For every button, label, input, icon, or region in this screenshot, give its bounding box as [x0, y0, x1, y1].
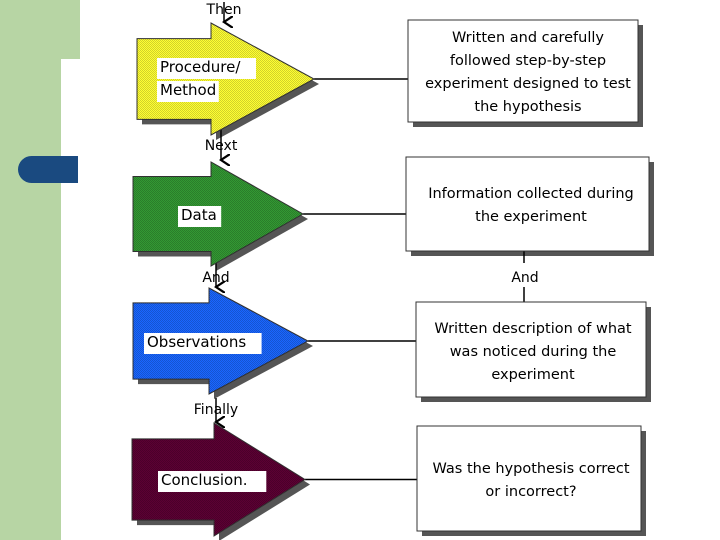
connector-label: And — [202, 270, 229, 286]
step-label: Conclusion. — [161, 471, 248, 489]
step-label-background — [157, 58, 256, 79]
description-box — [407, 19, 639, 123]
description-text: the experiment — [475, 209, 587, 225]
description-text: followed step-by-step — [450, 53, 606, 69]
description-box — [416, 425, 642, 532]
step-label: Observations — [147, 333, 246, 351]
connector-label: Next — [205, 138, 238, 154]
description-text: or incorrect? — [485, 484, 576, 500]
description-text: Written and carefully — [452, 30, 604, 46]
step-label: Procedure/ — [160, 58, 241, 76]
description-text: Was the hypothesis correct — [432, 461, 629, 477]
slide-bullet-bar — [18, 156, 78, 183]
step-label-background — [157, 81, 219, 102]
step-label-background — [144, 333, 262, 354]
description-text: Written description of what — [434, 321, 632, 337]
connector-label: Finally — [194, 402, 238, 418]
description-text: experiment — [491, 367, 575, 383]
step-label: Data — [181, 206, 217, 224]
slide-sidebar — [0, 0, 61, 540]
description-box — [405, 156, 650, 252]
sidebar-top-extension — [61, 0, 80, 59]
box-link-label: And — [511, 270, 538, 286]
description-box — [415, 301, 647, 398]
connector-label: Then — [206, 2, 242, 18]
step-label: Method — [160, 81, 216, 99]
step-label-background — [158, 471, 267, 492]
description-text: Information collected during — [428, 186, 634, 202]
description-text: the hypothesis — [474, 99, 581, 115]
step-label-background — [178, 206, 222, 227]
description-text: experiment designed to test — [425, 76, 631, 92]
description-text: was noticed during the — [450, 344, 617, 360]
